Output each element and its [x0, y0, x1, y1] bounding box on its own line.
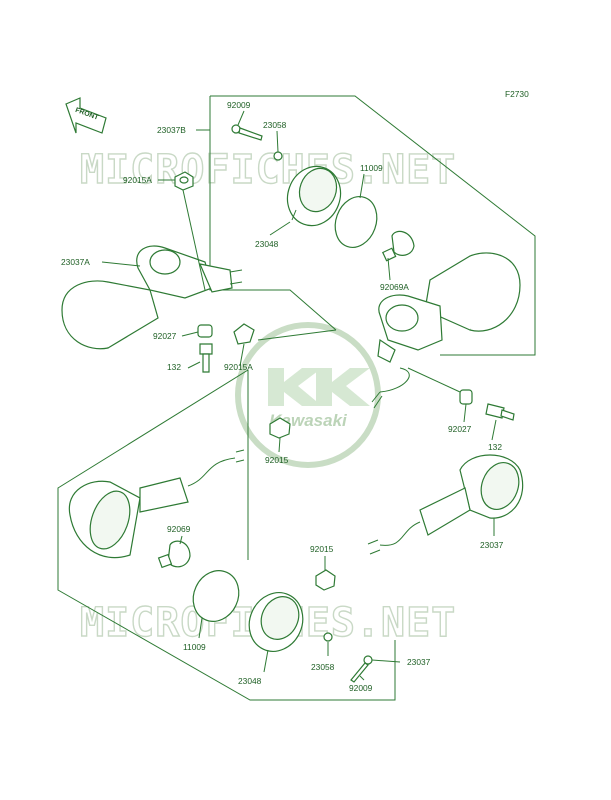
group-outline-upper: [209, 95, 536, 356]
label-23058-low: 23058: [311, 662, 335, 672]
label-23058-top: 23058: [263, 120, 287, 130]
nut-92015-low: [315, 569, 336, 591]
turn-signal-front-right: [371, 252, 521, 409]
label-23048-top: 23048: [255, 239, 279, 249]
lens-23048-low: [248, 592, 304, 652]
label-92015-mid: 92015: [265, 455, 289, 465]
turn-signal-rear-right: [367, 454, 524, 555]
screw-92009-top: [231, 124, 263, 141]
turn-signal-rear-left: [68, 449, 245, 559]
label-92027-left: 92027: [153, 331, 177, 341]
label-23037A: 23037A: [61, 257, 90, 267]
label-92009-top: 92009: [227, 100, 251, 110]
label-132-right: 132: [488, 442, 502, 452]
figure-code: F2730: [505, 89, 529, 99]
turn-signal-front-left: [61, 245, 243, 350]
label-92069: 92069: [167, 524, 191, 534]
bulb-92069: [157, 540, 191, 569]
nut-92015-mid: [269, 417, 291, 439]
leader-lines: [101, 110, 497, 681]
label-11009-low: 11009: [183, 642, 206, 652]
label-132-left: 132: [167, 362, 181, 372]
label-92027-right: 92027: [448, 424, 472, 434]
bolt-132-left: [199, 343, 213, 373]
label-92015-low: 92015: [310, 544, 334, 554]
group-outline-lower: [57, 369, 396, 701]
lens-23048-top: [286, 165, 342, 227]
screw-92009-low: [350, 655, 373, 683]
nut-23058-low: [323, 632, 333, 642]
bolt-132-right: [485, 403, 515, 421]
label-23037: 23037: [480, 540, 504, 550]
part-labels: 92009 23058 23037B 11009 92015A 23048 23…: [61, 100, 504, 693]
label-23048-low: 23048: [238, 676, 262, 686]
label-23037-low: 23037: [407, 657, 431, 667]
label-92069A: 92069A: [380, 282, 409, 292]
label-11009-top: 11009: [360, 163, 383, 173]
gasket-11009-low: [192, 570, 240, 622]
nut-92015A-top: [174, 171, 194, 191]
kawasaki-logo: Kawasaki: [235, 322, 381, 468]
label-92015A-top: 92015A: [123, 175, 152, 185]
watermark-top: MICROFICHES.NET: [80, 147, 456, 193]
label-92015A-mid: 92015A: [224, 362, 253, 372]
gasket-11009-top: [334, 196, 378, 248]
nut-23058-top: [273, 151, 283, 161]
label-23037B: 23037B: [157, 125, 186, 135]
label-92009-low: 92009: [349, 683, 373, 693]
bulb-92069A: [381, 230, 415, 262]
nut-92015A-mid: [233, 323, 255, 345]
collar-92027-right: [459, 389, 473, 405]
front-arrow-icon: FRONT: [65, 97, 107, 134]
collar-92027-left: [197, 324, 213, 338]
